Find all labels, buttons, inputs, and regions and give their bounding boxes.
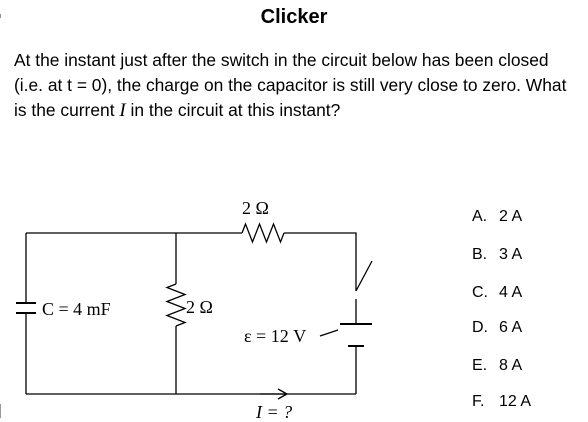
- choice-f-value: 12 A: [499, 393, 532, 410]
- choice-f[interactable]: F. 12 A: [472, 393, 531, 411]
- choice-a-letter: A.: [472, 208, 488, 225]
- choice-b-letter: B.: [472, 246, 488, 263]
- question-current-variable: I: [119, 100, 126, 121]
- resistor-top-label: 2 Ω: [242, 198, 269, 218]
- choice-e-letter: E.: [472, 357, 488, 374]
- question-part-2: in the circuit at this instant?: [125, 100, 341, 120]
- choice-a[interactable]: A. 2 A: [472, 208, 522, 226]
- current-label: I = ?: [255, 402, 292, 422]
- resistor-mid: [165, 283, 187, 327]
- emf-lead-wire: [319, 329, 339, 337]
- emf-label: ε = 12 V: [244, 326, 306, 346]
- resistor-mid-label: 2 Ω: [186, 297, 213, 317]
- choice-e[interactable]: E. 8 A: [472, 357, 522, 375]
- question-part-1: At the instant just after the switch in …: [14, 50, 567, 120]
- slide-title: Clicker: [260, 6, 328, 28]
- wire-top-right: [284, 232, 357, 291]
- choice-c-letter: C.: [472, 284, 488, 301]
- choice-d-value: 6 A: [499, 319, 523, 336]
- slide-edge-mark: [0, 14, 1, 18]
- question-text: At the instant just after the switch in …: [14, 48, 580, 123]
- choice-a-value: 2 A: [499, 208, 523, 225]
- choice-d[interactable]: D. 6 A: [472, 319, 522, 337]
- choice-b-value: 3 A: [499, 246, 523, 263]
- resistor-top: [241, 222, 285, 244]
- choice-e-value: 8 A: [499, 357, 523, 374]
- capacitor-label: C = 4 mF: [42, 299, 111, 319]
- choice-f-letter: F.: [472, 393, 485, 410]
- slide-edge-mark: [0, 404, 1, 418]
- choice-b[interactable]: B. 3 A: [472, 246, 522, 264]
- switch-blade: [355, 260, 373, 292]
- choice-d-letter: D.: [472, 319, 488, 336]
- current-arrow-icon: [260, 388, 289, 400]
- choice-c[interactable]: C. 4 A: [472, 284, 522, 302]
- choice-c-value: 4 A: [499, 284, 523, 301]
